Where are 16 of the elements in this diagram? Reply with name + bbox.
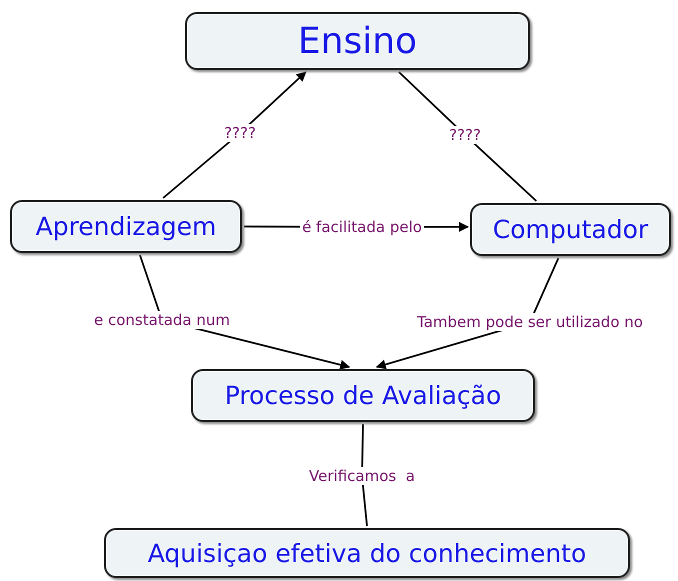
concept-box [10, 200, 242, 253]
concept-text: Computador [492, 215, 648, 244]
edge-label: Tambem pode ser utilizado no [415, 313, 645, 331]
concept-text: Aquisiçao efetiva do conhecimento [148, 538, 586, 568]
concept-text: Ensino [298, 20, 418, 62]
edge-label: Verificamos a [307, 467, 417, 485]
edge-label: ???? [447, 126, 483, 144]
edge-label: ???? [222, 124, 258, 142]
concept-text: Aprendizagem [36, 212, 216, 241]
concept-text: Processo de Avaliação [224, 381, 502, 410]
edge-label: e constatada num [92, 311, 232, 329]
concept-box [104, 528, 630, 578]
concept-box [191, 369, 535, 422]
edge-label: é facilitada pelo [300, 218, 424, 236]
concept-box [185, 12, 530, 70]
concept-box [470, 203, 671, 256]
